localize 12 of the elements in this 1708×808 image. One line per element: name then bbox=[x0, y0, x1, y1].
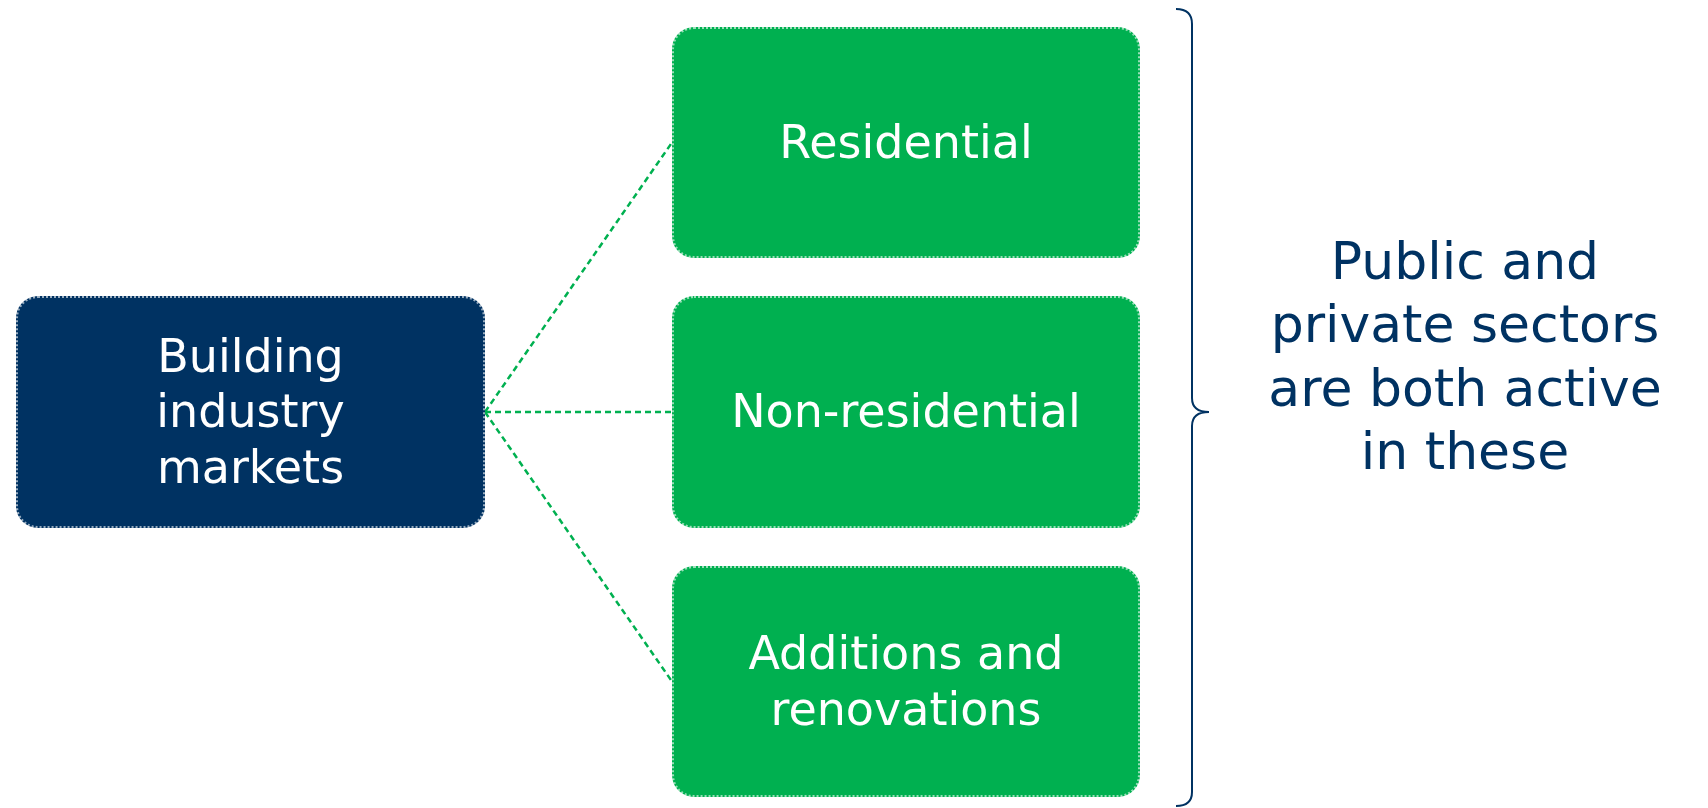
connector-line bbox=[483, 411, 674, 683]
box-label: Additions and renovations bbox=[747, 626, 1065, 737]
category-box bbox=[672, 27, 1140, 258]
root-box bbox=[16, 296, 485, 528]
box-label: Non-residential bbox=[731, 384, 1081, 440]
connector-line bbox=[483, 141, 674, 413]
side-note: Public and private sectors are both active in these bbox=[1267, 230, 1663, 484]
connector-line bbox=[485, 410, 672, 414]
category-box bbox=[672, 296, 1140, 528]
box-label: Building industry markets bbox=[155, 329, 346, 495]
category-box bbox=[672, 566, 1140, 797]
box-label: Residential bbox=[779, 114, 1033, 171]
